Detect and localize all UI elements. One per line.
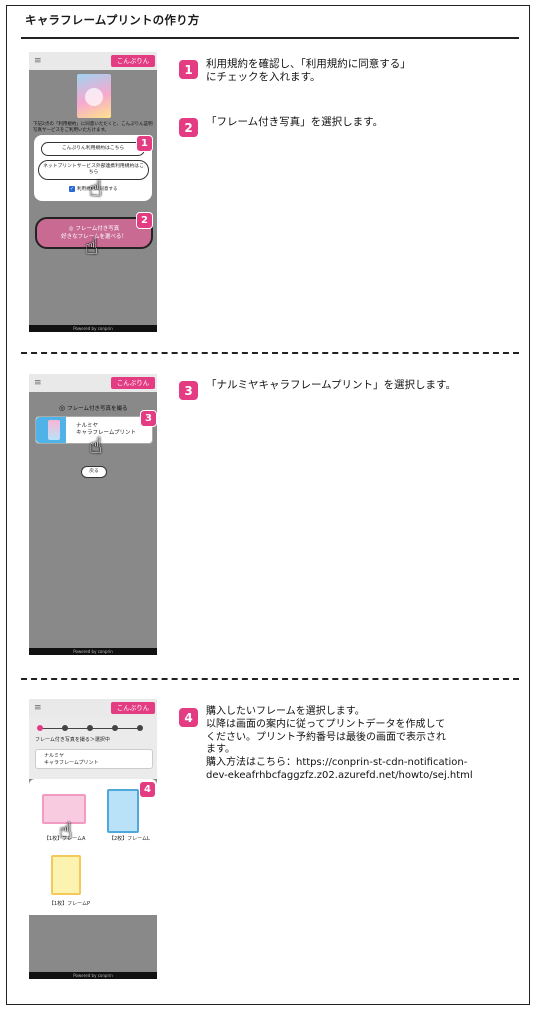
step-1-number: 1	[179, 60, 198, 79]
step-2: 2 「フレーム付き写真」を選択します。	[179, 116, 509, 137]
character-sticker-icon	[85, 88, 103, 106]
badge-1: 1	[136, 135, 153, 152]
step-1-text: 利用規約を確認し、「利用規約に同意する」 にチェックを入れます。	[206, 58, 411, 83]
hamburger-icon[interactable]: ≡	[34, 56, 42, 66]
terms-notice: 下記2点の「利用規約」に同意いただくと、こんぷりん証明写真サービスをご利用いただ…	[33, 122, 153, 133]
product-image	[77, 74, 111, 118]
app-logo: こんぷりん	[111, 377, 155, 389]
step-2-text: 「フレーム付き写真」を選択します。	[206, 116, 384, 128]
step-3-text: 「ナルミヤキャラフレームプリント」を選択します。	[206, 379, 457, 391]
step-3-number: 3	[179, 381, 198, 400]
step-3: 3 「ナルミヤキャラフレームプリント」を選択します。	[179, 379, 519, 400]
app-logo: こんぷりん	[111, 702, 155, 714]
breadcrumb: フレーム付き写真を撮る＞選択中	[35, 737, 110, 743]
frame-photo-button[interactable]: ◎ フレーム付き写真 好きなフレームを選べる！	[35, 217, 153, 249]
section-divider	[21, 352, 519, 354]
selected-item-label: ナルミヤ キャラフレームプリント	[44, 753, 99, 766]
step-2-number: 2	[179, 118, 198, 137]
terms-link-button[interactable]: こんぷりん利用規約はこちら	[41, 142, 145, 156]
hamburger-icon[interactable]: ≡	[34, 703, 42, 713]
camera-icon: ◎	[68, 225, 76, 232]
tap-hand-icon: ☝	[85, 235, 99, 260]
frame-label-l: 【2枚】フレームL	[109, 836, 150, 842]
page-title: キャラフレームプリントの作り方	[25, 13, 200, 27]
tap-hand-icon: ☝	[89, 177, 103, 202]
badge-3: 3	[140, 410, 157, 427]
step-4-number: 4	[179, 708, 198, 727]
phone-screen-1: ≡ 下記2点の「利用規約」に同意いただくと、こんぷりん証明写真サービスをご利用い…	[29, 52, 157, 332]
step-4: 4 購入したいフレームを選択します。 以降は画面の案内に従ってプリントデータを作…	[179, 706, 519, 783]
section-divider	[21, 678, 519, 680]
checkbox-checked-icon[interactable]: ✓	[69, 186, 75, 192]
app-footer: Powered by conprin	[29, 648, 157, 655]
tap-hand-icon: ☝	[59, 819, 73, 844]
frame-photo-heading: ◎ フレーム付き写真を撮る	[59, 404, 128, 412]
app-logo: こんぷりん	[111, 55, 155, 67]
agree-checkbox-label: 利用規約に同意する	[77, 187, 118, 192]
frame-photo-button-line1: フレーム付き写真	[75, 225, 120, 232]
item-label: ナルミヤ キャラフレームプリント	[76, 423, 137, 437]
netprint-terms-link-button[interactable]: ネットプリントサービス外部連携利用規約はこちら	[38, 160, 149, 180]
agree-checkbox-row[interactable]: ✓ 利用規約に同意する	[69, 186, 118, 192]
step-1: 1 利用規約を確認し、「利用規約に同意する」 にチェックを入れます。	[179, 58, 509, 84]
narumiya-frame-item[interactable]: ナルミヤ キャラフレームプリント	[35, 416, 153, 444]
item-thumbnail	[48, 420, 60, 440]
frame-thumb-a[interactable]	[42, 794, 86, 824]
back-button[interactable]: 戻る	[81, 466, 107, 478]
frame-label-p: 【1枚】フレームP	[49, 901, 91, 907]
badge-2: 2	[136, 212, 153, 229]
phone-screen-2: ≡ ◎ フレーム付き写真を撮る ナルミヤ キャラフレームプリント 3 ☝ 戻る …	[29, 374, 157, 655]
frame-photo-button-line2: 好きなフレームを選べる！	[61, 234, 127, 240]
badge-4: 4	[139, 781, 156, 798]
tap-hand-icon: ☝	[89, 434, 103, 459]
progress-stepper	[37, 725, 145, 731]
selected-item: ナルミヤ キャラフレームプリント	[35, 749, 153, 769]
purchase-link-line1[interactable]: 購入方法はこちら：https://conprin-st-cdn-notifica…	[206, 757, 468, 769]
hamburger-icon[interactable]: ≡	[34, 378, 42, 388]
instruction-frame: キャラフレームプリントの作り方 ≡ 下記2点の「利用規約」に同意いただくと、こん…	[6, 5, 530, 1005]
frame-label-a: 【1枚】フレームA	[44, 836, 86, 842]
title-divider	[21, 37, 519, 39]
app-footer: Powered by conprin	[29, 972, 157, 979]
camera-icon: ◎	[59, 404, 66, 412]
phone-screen-3: ≡ フレーム付き写真を撮る＞選択中 ナルミヤ キャラフレームプリント 【1枚】フ…	[29, 699, 157, 979]
step-4-text: 購入したいフレームを選択します。 以降は画面の案内に従ってプリントデータを作成し…	[206, 706, 473, 781]
frame-photo-button-title: ◎ フレーム付き写真	[69, 225, 119, 233]
frame-thumb-p[interactable]	[51, 855, 81, 895]
purchase-link-line2[interactable]: dev-ekeafrhbcfaggzfz.z02.azurefd.net/how…	[206, 769, 473, 781]
app-footer: Powered by conprin	[29, 325, 157, 332]
frame-thumb-l[interactable]	[107, 789, 139, 833]
